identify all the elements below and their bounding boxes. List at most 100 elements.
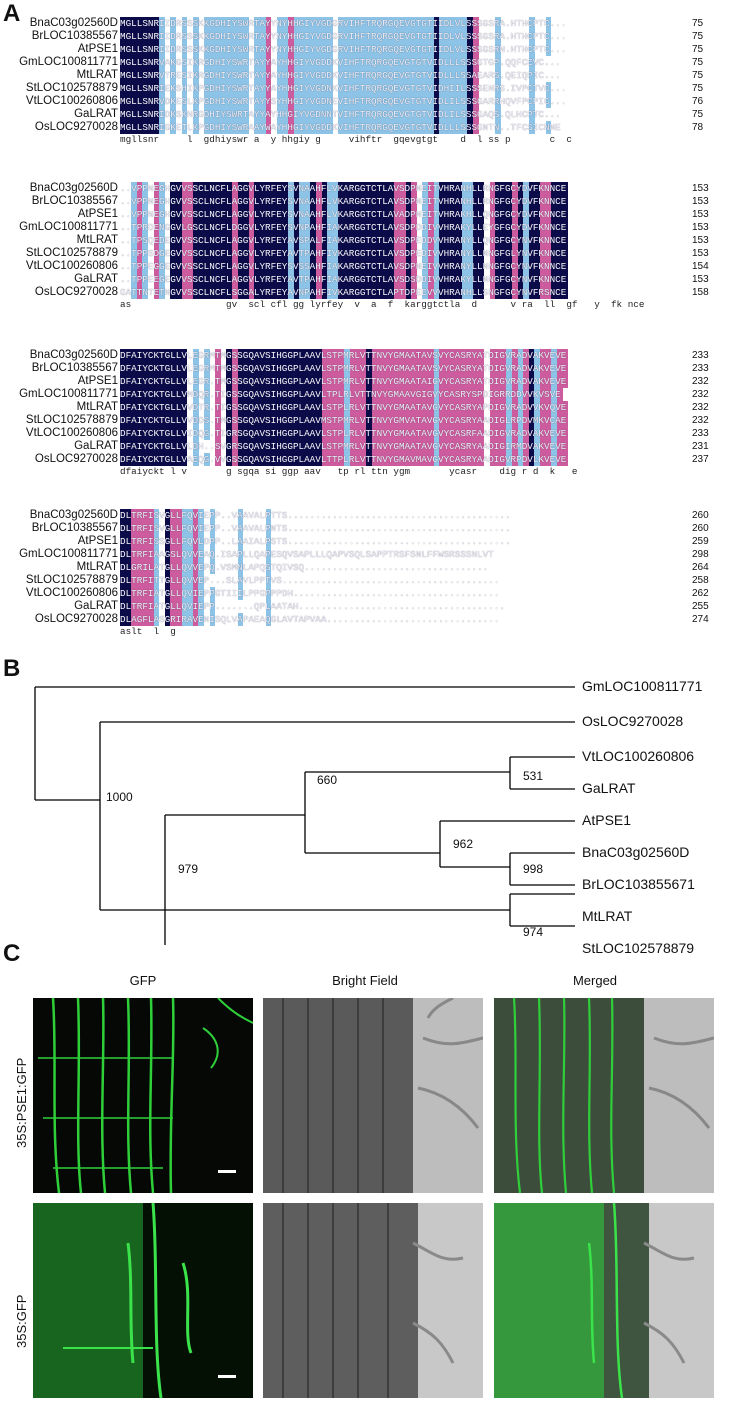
conservation-shade [131, 286, 138, 299]
conservation-shade [332, 362, 339, 375]
conservation-shade [304, 453, 311, 466]
sequence-text: DFAIYCKTGLLVLEGRMTMGSSGQAVSIHGGPLAAVLSTP… [120, 363, 567, 374]
conservation-shade [260, 221, 266, 234]
conservation-shade [327, 234, 334, 247]
conservation-shade [170, 108, 177, 121]
conservation-shade [433, 273, 440, 286]
sequence-position: 76 [692, 96, 704, 107]
conservation-shade [433, 43, 440, 56]
conservation-shade [327, 82, 334, 95]
conservation-shade [444, 82, 451, 95]
conservation-shade [360, 30, 367, 43]
conservation-shade [187, 260, 194, 273]
conservation-shade [209, 82, 216, 95]
conservation-shade [170, 574, 177, 587]
conservation-shade [209, 221, 216, 234]
conservation-shade [316, 195, 322, 208]
conservation-shade [528, 286, 535, 299]
conservation-shade [411, 260, 418, 273]
sequence-position: 232 [692, 389, 709, 400]
conservation-shade [327, 414, 334, 427]
sequence-position: 75 [692, 83, 704, 94]
conservation-shade [551, 362, 558, 375]
conservation-shade [360, 349, 367, 362]
conservation-shade [204, 388, 210, 401]
conservation-shade [321, 453, 328, 466]
conservation-shade [551, 182, 558, 195]
conservation-shade [360, 182, 367, 195]
conservation-shade [489, 247, 496, 260]
conservation-shade [176, 195, 182, 208]
conservation-shade [528, 273, 535, 286]
conservation-shade [495, 108, 502, 121]
conservation-shade [545, 440, 552, 453]
conservation-shade [125, 509, 132, 522]
conservation-shade [512, 260, 518, 273]
conservation-shade [226, 182, 233, 195]
conservation-shade [383, 182, 390, 195]
conservation-shade [400, 401, 406, 414]
conservation-shade [439, 108, 446, 121]
conservation-shade [142, 82, 149, 95]
conservation-shade [528, 221, 535, 234]
conservation-shade [377, 427, 384, 440]
conservation-shade [489, 362, 496, 375]
conservation-shade [523, 362, 530, 375]
conservation-shade [159, 440, 166, 453]
conservation-shade [142, 17, 149, 30]
conservation-shade [400, 30, 406, 43]
conservation-shade [120, 375, 126, 388]
conservation-shade [388, 221, 395, 234]
conservation-shade [321, 17, 328, 30]
conservation-shade [388, 388, 395, 401]
conservation-shade [176, 273, 182, 286]
conservation-shade [120, 522, 126, 535]
conservation-shade [181, 349, 188, 362]
conservation-shade [405, 286, 412, 299]
conservation-shade [405, 69, 412, 82]
conservation-shade [394, 401, 401, 414]
conservation-shade [383, 247, 390, 260]
conservation-shade [170, 401, 177, 414]
conservation-shade [170, 561, 177, 574]
conservation-shade [439, 286, 446, 299]
conservation-shade [316, 349, 322, 362]
conservation-shade [383, 440, 390, 453]
conservation-shade [142, 414, 149, 427]
conservation-shade [142, 273, 149, 286]
sequence-position: 153 [692, 248, 709, 259]
conservation-shade [383, 414, 390, 427]
conservation-shade [489, 375, 496, 388]
conservation-shade [232, 56, 238, 69]
conservation-shade [136, 548, 143, 561]
conservation-shade [136, 17, 143, 30]
sequence-residues: DFAIYCKTGLLVLEGRMTMGSSGQAVSIHGGPLAAVLSTP… [120, 362, 680, 375]
conservation-shade [428, 427, 434, 440]
conservation-shade [120, 108, 126, 121]
conservation-shade [321, 82, 328, 95]
conservation-shade [366, 17, 373, 30]
conservation-shade [478, 208, 485, 221]
conservation-shade [388, 260, 395, 273]
conservation-shade [148, 375, 154, 388]
conservation-shade [293, 349, 300, 362]
conservation-shade [237, 427, 244, 440]
conservation-shade [523, 440, 530, 453]
conservation-shade [428, 414, 434, 427]
conservation-shade [136, 247, 143, 260]
conservation-shade [422, 388, 429, 401]
conservation-shade [439, 427, 446, 440]
conservation-shade [209, 260, 216, 273]
conservation-shade [461, 208, 468, 221]
conservation-shade [310, 234, 317, 247]
conservation-shade [472, 208, 479, 221]
conservation-shade [215, 43, 222, 56]
conservation-shade [254, 195, 261, 208]
conservation-shade [248, 273, 255, 286]
conservation-shade [355, 234, 362, 247]
conservation-shade [332, 260, 339, 273]
conservation-shade [243, 69, 250, 82]
conservation-shade [338, 453, 345, 466]
conservation-shade [209, 535, 216, 548]
